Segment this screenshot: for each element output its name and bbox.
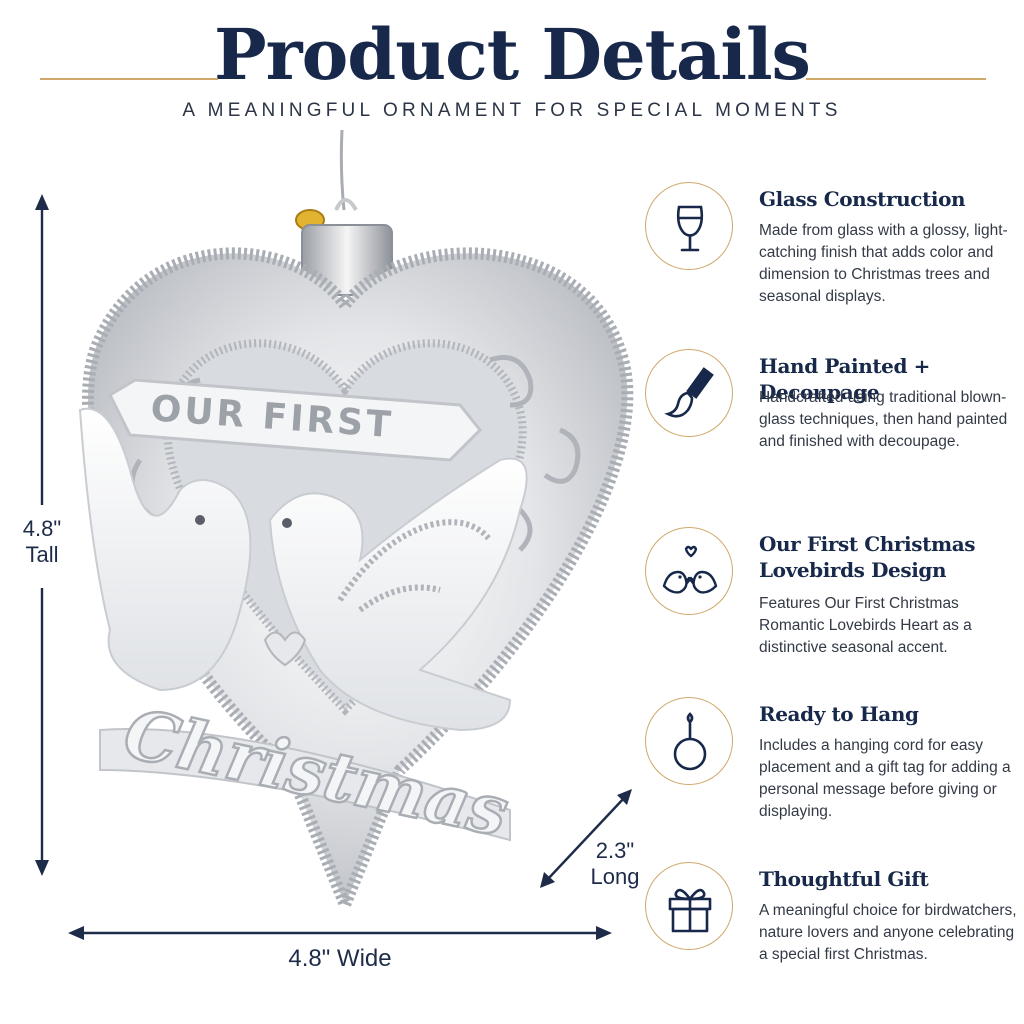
height-arrow-head-top <box>35 194 49 210</box>
feature-lovebirds-design: Our First Christmas Lovebirds Design Fea… <box>645 527 1015 677</box>
lovebirds-icon <box>662 545 718 594</box>
right-lovebird <box>268 457 528 732</box>
feature-thoughtful-gift: Thoughtful Gift A meaningful choice for … <box>645 862 1017 1012</box>
feature-body: A meaningful choice for birdwatchers, na… <box>759 902 1017 963</box>
length-arrow-head-low <box>540 872 555 888</box>
small-heart <box>263 631 307 667</box>
height-arrow-head-bottom <box>35 860 49 876</box>
feature-ready-to-hang: Ready to Hang Includes a hanging cord fo… <box>645 697 1015 847</box>
feature-hand-painted: Hand Painted + Decoupage Handcrafted usi… <box>645 349 1015 499</box>
feature-body: Features Our First Christmas Romantic Lo… <box>759 595 972 656</box>
title-rule-left <box>40 78 218 80</box>
feature-title: Thoughtful Gift <box>759 867 929 891</box>
left-lovebird <box>78 407 252 692</box>
feature-icon-circle <box>645 862 733 950</box>
feature-body: Includes a hanging cord for easy placeme… <box>759 737 1011 820</box>
wine-glass-icon <box>676 205 704 252</box>
length-arrow <box>546 796 626 881</box>
hanging-cord <box>339 130 346 211</box>
width-arrow-head-right <box>596 926 612 940</box>
feature-body: Made from glass with a glossy, light-cat… <box>759 222 1008 305</box>
feature-glass-construction: Glass Construction Made from glass with … <box>645 182 1015 332</box>
length-label: 2.3" Long <box>590 838 640 889</box>
banner <box>108 378 483 462</box>
cap-loop <box>334 198 358 212</box>
paintbrush-icon <box>664 367 714 418</box>
feature-title: Our First Christmas Lovebirds Design <box>759 532 976 582</box>
ornament-icon <box>673 712 707 771</box>
script-plaque <box>99 728 511 842</box>
width-arrow-head-left <box>68 926 84 940</box>
gift-icon <box>668 888 712 933</box>
right-bird-eye <box>282 518 292 528</box>
page-subtitle: A MEANINGFUL ORNAMENT FOR SPECIAL MOMENT… <box>182 100 842 121</box>
feature-title: Hand Painted + Decoupage <box>759 354 931 404</box>
feature-icon-circle <box>645 697 733 785</box>
feature-icon-circle <box>645 527 733 615</box>
feature-icon-circle <box>645 349 733 437</box>
feature-icon-circle <box>645 182 733 270</box>
height-label: 4.8" Tall <box>22 516 62 567</box>
page-title: Product Details <box>214 13 811 96</box>
feature-body: Handcrafted using traditional blown-glas… <box>759 389 1008 450</box>
title-rule-right <box>806 78 986 80</box>
length-arrow-head-high <box>617 789 632 805</box>
left-bird-eye <box>195 515 205 525</box>
feature-title: Glass Construction <box>759 187 966 211</box>
feature-title: Ready to Hang <box>759 702 919 726</box>
width-label: 4.8" Wide <box>288 945 392 972</box>
heart-ornament-image: OUR FIRST Christmas <box>78 130 634 920</box>
